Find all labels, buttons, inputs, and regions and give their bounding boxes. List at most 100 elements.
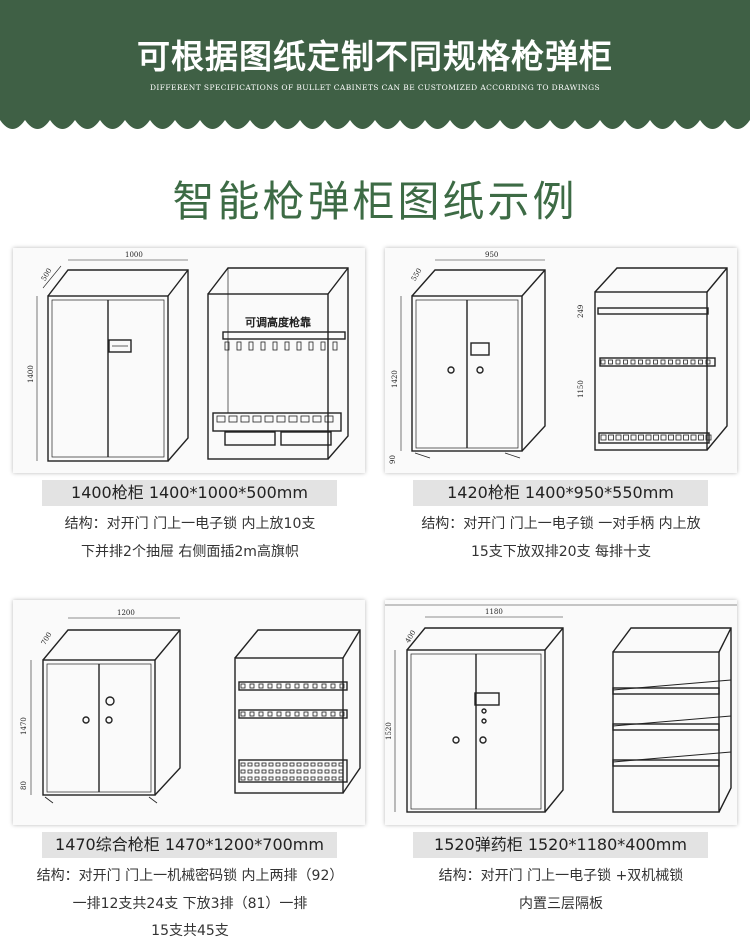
rack-slot [276,415,286,423]
model-label-1400: 1400枪柜 1400*1000*500mm [42,480,337,506]
cabinet-drawing-1470: 1200 700 1470 80 [20,609,361,804]
desc-1400-line-1: 结构：对开门 门上一电子锁 内上放10支 [64,516,316,532]
rack-slot [289,769,295,774]
drawing-1520: 1180 400 1520 [385,600,737,825]
rack-slot [296,776,302,781]
rack-slot [276,711,282,717]
rack-slot [275,769,281,774]
cabinet-front-body [406,649,546,813]
electronic-lock [470,342,490,356]
electronic-lock [108,339,132,353]
rack-slot [261,762,267,767]
shelf-3 [612,759,720,767]
cabinet-drawing-1400: 1000 500 1400 可调高度枪靠 [27,251,349,462]
handle-left [447,366,455,374]
rack-slot [690,359,696,365]
rack-slot [248,341,254,351]
cabinet-front-body [47,295,169,462]
rack-slot [683,359,688,365]
rack-slot [216,415,226,423]
rack-slot [690,434,697,441]
rack-slot [240,711,246,717]
handle-left [452,736,460,744]
desc-1400-line-2: 下并排2个抽屉 右侧面插2m高旗帜 [81,544,299,560]
rack-slot [308,341,314,351]
desc-1470-line-3: 15支共45支 [151,923,229,939]
drawing-1420: 950 550 1420 249 1150 90 [385,248,737,473]
header-banner-background [0,0,750,129]
electronic-lock [474,692,500,706]
rack-slot [653,434,659,441]
model-label-1420: 1420枪柜 1400*950*550mm [413,480,708,506]
rack-slot [623,434,629,441]
rack-slot [615,359,621,365]
handle-right [105,716,113,724]
rack-slot [275,776,281,781]
rack-slot [240,769,246,774]
rack-slot [324,762,330,767]
rack-slot [285,683,291,689]
rack-slot [282,769,288,774]
rack-slot [260,341,266,351]
dim-upper-1420: 249 [577,305,585,318]
drawing-1470: 1200 700 1470 80 [13,600,365,825]
mechanical-combination-lock [105,696,115,706]
dim-height-1520: 1520 [385,722,393,740]
rack-slot [608,434,614,441]
rack-slot [645,434,652,441]
rack-slot [317,762,323,767]
rack-slot [668,359,673,365]
cabinet-front-body [411,295,523,452]
rack-slot [324,769,330,774]
rack-slot [303,776,309,781]
rack-slot [247,776,253,781]
dim-height-1400: 1400 [27,365,35,383]
desc-1520-line-1: 结构：对开门 门上一电子锁 +双机械锁 [438,868,684,884]
rack-slot [317,769,323,774]
rack-slot [698,359,703,365]
rack-slot [268,769,274,774]
rack-slot [645,359,651,365]
rack-slot [240,762,246,767]
rack-slot [653,359,658,365]
rack-slot [317,776,323,781]
rack-slot [268,776,274,781]
drawer-left [224,431,276,446]
cabinet-front-body [42,659,156,796]
rack-slot [698,434,704,441]
rack-slot [240,415,250,423]
rack-slot [254,762,260,767]
rack-slot [310,776,316,781]
rack-slot [330,683,336,689]
rack-slot [303,769,309,774]
cabinet-drawing-1420: 950 550 1420 249 1150 90 [389,251,728,464]
rack-slot [303,683,309,689]
model-label-1520: 1520弹药柜 1520*1180*400mm [413,832,708,858]
interior-note-1400: 可调高度枪靠 [245,315,311,329]
rack-slot [320,341,326,351]
rack-slot [339,683,345,689]
dim-width-1520: 1180 [485,608,503,616]
rack-slot [294,711,300,717]
rack-slot [296,769,302,774]
desc-1520-line-2: 内置三层隔板 [519,896,603,912]
dim-base-1470: 80 [20,781,28,790]
rack-slot [321,711,327,717]
rack-slot [236,341,242,351]
rack-slot [282,762,288,767]
dim-middle-1420: 1150 [577,380,585,398]
rack-slot [294,683,300,689]
rack-slot [675,434,682,441]
rack-slot [324,415,334,423]
rack-slot [272,341,278,351]
mechanical-lock-2 [481,718,487,724]
header-banner: 可根据图纸定制不同规格枪弹柜 DIFFERENT SPECIFICATIONS … [0,0,750,136]
rack-slot [615,434,622,441]
rack-slot [254,776,260,781]
rack-slot [332,341,338,351]
dim-height-1420: 1420 [391,370,399,388]
rack-slot [705,434,712,441]
rack-slot [252,415,262,423]
rack-slot [675,359,681,365]
dim-depth-1420: 550 [410,267,424,283]
